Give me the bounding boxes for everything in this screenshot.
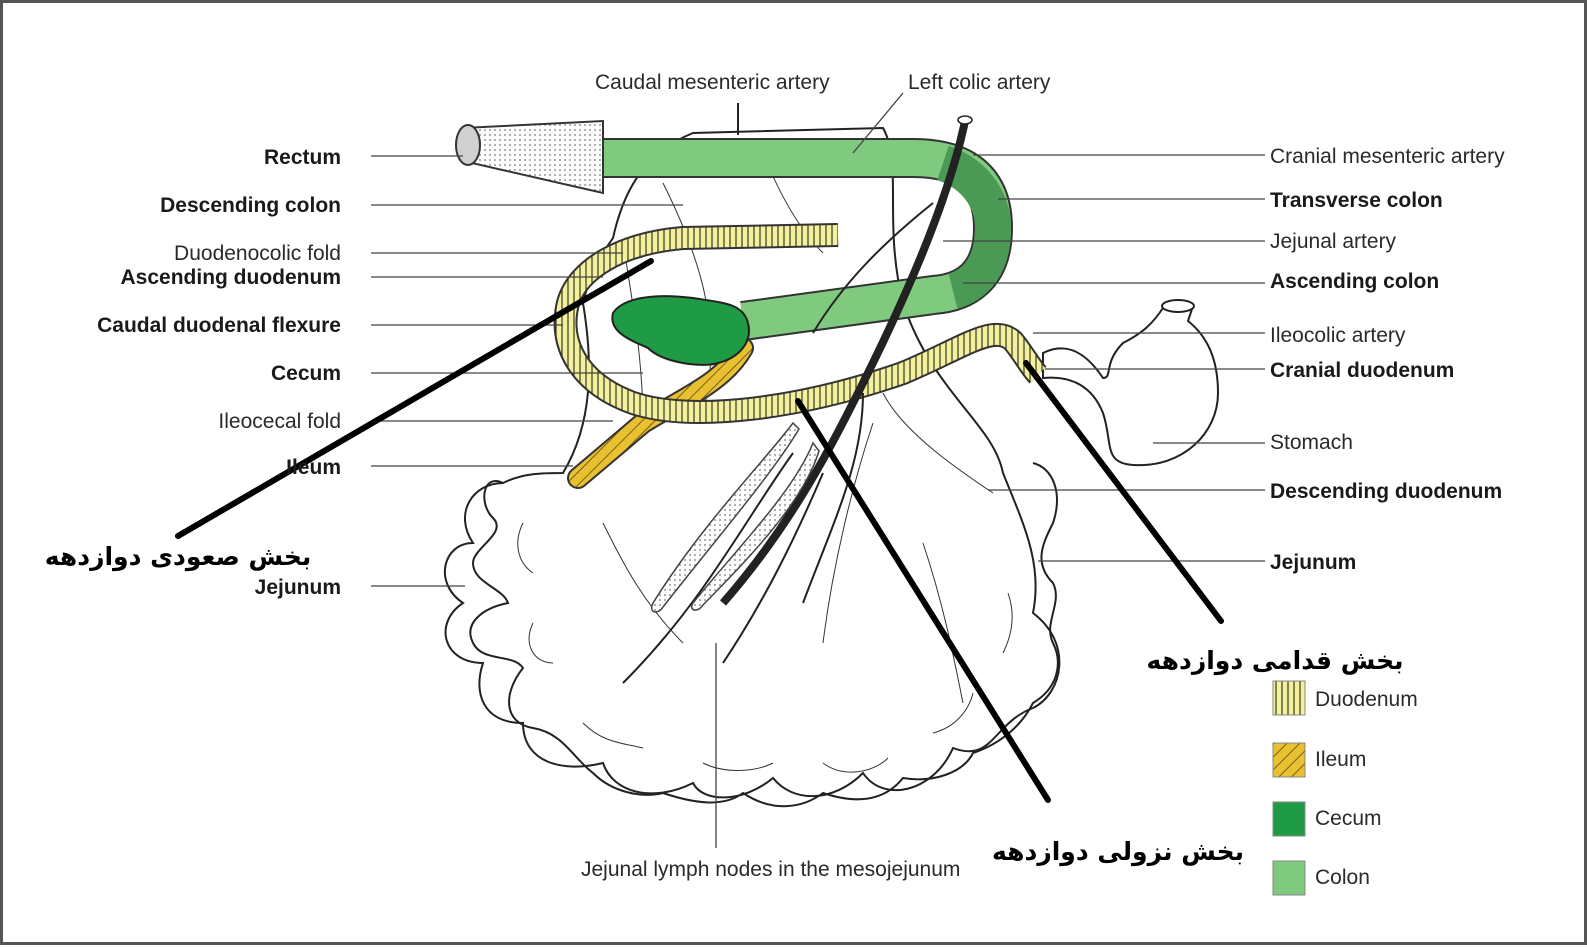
label-transverse-colon: Transverse colon <box>1270 189 1443 212</box>
label-caudal-mesenteric-artery: Caudal mesenteric artery <box>595 71 830 94</box>
label-jejunum-right: Jejunum <box>1270 551 1356 574</box>
legend-item-ileum: Ileum <box>1273 743 1366 777</box>
legend: Duodenum Ileum Cecum Colon <box>1273 681 1418 895</box>
label-descending-colon: Descending colon <box>160 194 341 217</box>
legend-label-colon: Colon <box>1315 866 1370 889</box>
legend-item-colon: Colon <box>1273 861 1370 895</box>
label-jejunal-artery: Jejunal artery <box>1270 230 1397 253</box>
legend-label-duodenum: Duodenum <box>1315 688 1418 711</box>
legend-swatch-colon <box>1273 861 1305 895</box>
annotation-descending-part: بخش نزولی دوازدهه <box>992 837 1244 867</box>
label-cecum: Cecum <box>271 362 341 385</box>
label-cranial-mesenteric-artery: Cranial mesenteric artery <box>1270 145 1505 168</box>
top-labels: Caudal mesenteric artery Left colic arte… <box>595 71 1051 94</box>
label-ileocolic-artery: Ileocolic artery <box>1270 324 1406 347</box>
label-ileum: Ileum <box>286 456 341 479</box>
label-descending-duodenum: Descending duodenum <box>1270 480 1502 503</box>
label-jejunum-left: Jejunum <box>255 576 341 599</box>
label-ascending-duodenum: Ascending duodenum <box>121 266 342 289</box>
anatomy-diagram: Rectum Descending colon Duodenocolic fol… <box>3 3 1587 948</box>
label-ascending-colon: Ascending colon <box>1270 270 1439 293</box>
legend-label-cecum: Cecum <box>1315 807 1382 830</box>
label-rectum: Rectum <box>264 146 341 169</box>
legend-swatch-ileum <box>1273 743 1305 777</box>
cecum-segment <box>612 296 749 365</box>
annotation-ascending-part: بخش صعودی دوازدهه <box>45 542 312 572</box>
legend-swatch-cecum <box>1273 802 1305 836</box>
annotation-cranial-part: بخش قدامی دوازدهه <box>1147 646 1404 676</box>
label-left-colic-artery: Left colic artery <box>908 71 1051 94</box>
label-duodenocolic-fold: Duodenocolic fold <box>174 242 341 265</box>
left-labels: Rectum Descending colon Duodenocolic fol… <box>97 146 341 599</box>
stomach <box>1043 300 1218 465</box>
label-cranial-duodenum: Cranial duodenum <box>1270 359 1454 382</box>
label-caudal-duodenal-flexure: Caudal duodenal flexure <box>97 314 341 337</box>
legend-swatch-duodenum <box>1273 681 1305 715</box>
right-labels: Cranial mesenteric artery Transverse col… <box>1270 145 1505 574</box>
label-jejunal-lymph-nodes: Jejunal lymph nodes in the mesojejunum <box>581 858 960 881</box>
legend-item-duodenum: Duodenum <box>1273 681 1418 715</box>
legend-item-cecum: Cecum <box>1273 802 1382 836</box>
label-stomach: Stomach <box>1270 431 1353 454</box>
rectum <box>456 121 603 193</box>
legend-label-ileum: Ileum <box>1315 748 1366 771</box>
label-ileocecal-fold: Ileocecal fold <box>218 410 341 433</box>
